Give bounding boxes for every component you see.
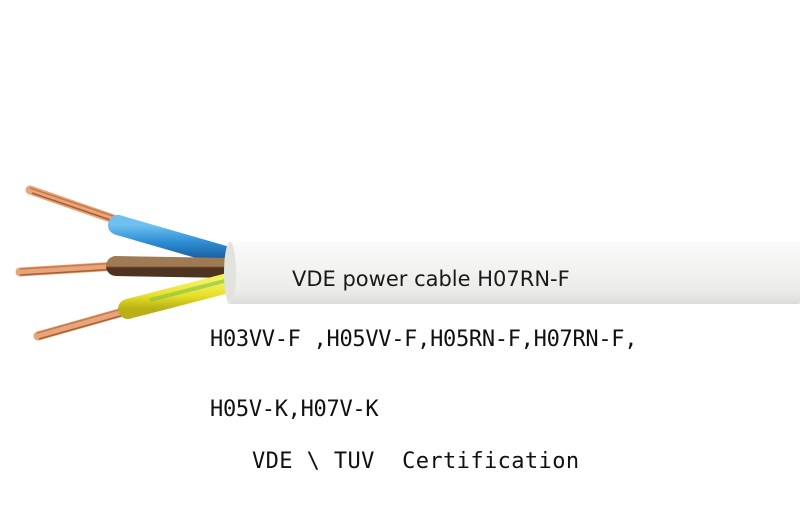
cable-sheath	[228, 242, 800, 304]
copper-wire-middle	[15, 261, 123, 277]
cable-types-line-2: H05V-K,H07V-K	[210, 397, 379, 422]
copper-wire-top	[25, 185, 127, 227]
certification-text: VDE \ TUV Certification	[252, 449, 580, 474]
copper-wire-bottom	[33, 305, 135, 341]
blue-core	[108, 215, 242, 268]
brown-core	[106, 256, 242, 278]
yellow-green-core	[118, 272, 242, 319]
cable-marking: VDE power cable H07RN-F	[292, 267, 570, 291]
cable-types-line-1: H03VV-F ,H05VV-F,H05RN-F,H07RN-F,	[210, 327, 638, 352]
